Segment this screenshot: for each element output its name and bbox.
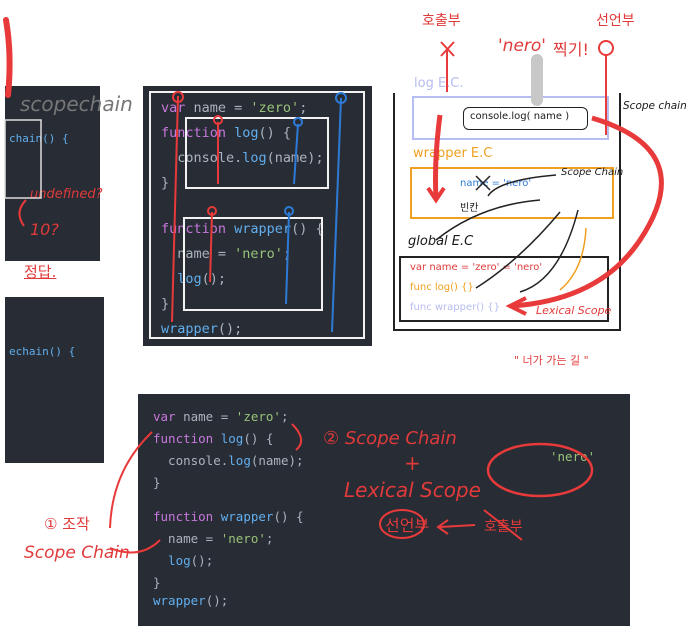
code-line-8: } (153, 575, 161, 590)
global-scope-frame (149, 91, 365, 339)
red-down-arrow (433, 114, 443, 199)
name-nero-text: name = 'nero' (460, 178, 532, 189)
diagram-frame (393, 93, 621, 331)
annotation-step1-a: ① 조작 (44, 515, 90, 533)
func-log-text: func log() {} (410, 282, 474, 293)
left-note-10: 10? (30, 220, 59, 239)
wrapper-scope-frame (183, 217, 323, 311)
blue-arrow-1 (331, 97, 342, 333)
label-call: 호출부 (422, 13, 461, 29)
left-arrow (18, 199, 27, 227)
red-arrow-3 (209, 211, 213, 283)
scope-chain-inner-label: Scope Chain (561, 167, 624, 178)
left-code-panel-bottom: echain() { (5, 297, 104, 463)
code-line-5: function wrapper() { (153, 509, 304, 524)
code-panel-top: var name = 'zero'; function log() { cons… (143, 86, 372, 346)
left-scope-box (4, 119, 42, 199)
label-nero: 'nero' (498, 36, 546, 56)
console-output: 'nero' (550, 449, 596, 464)
left-red-stroke (3, 17, 13, 98)
call-x-mark (440, 41, 455, 92)
code-line-4: } (161, 175, 170, 191)
step1-arrow-up (109, 431, 153, 529)
label-declare: 선언부 (596, 13, 635, 29)
log-scope-frame (185, 117, 329, 189)
scope-chain-right-label: Scope chain (623, 100, 687, 112)
lexical-scope-label: Lexical Scope (536, 304, 612, 317)
log-ec-label: log E.C. (414, 76, 464, 91)
annotation-lexical: Lexical Scope (344, 478, 481, 502)
annotation-step1-b: Scope Chain (24, 543, 130, 563)
func-wrapper-text: func wrapper() {} (410, 302, 500, 313)
code-line-4: } (153, 475, 161, 490)
global-ec-label: global E.C (408, 234, 474, 249)
code-line-3: console.log(name); (153, 453, 304, 468)
code-line-1: var name = 'zero'; (161, 100, 308, 116)
var-name-text: var name = 'zero' = 'nero' (410, 262, 543, 273)
left-code-line: chain() { (9, 132, 69, 145)
code-line-9: wrapper(); (161, 321, 243, 337)
red-arrow-1 (171, 95, 179, 323)
left-note-undefined: undefined? (30, 187, 103, 202)
code-line-6: name = 'nero'; (153, 531, 274, 546)
code-line-8: } (161, 296, 170, 312)
left-note-correct: 정답. (24, 263, 57, 281)
scope-chain-arc (487, 174, 557, 197)
wrapper-ec-label: wrapper E.C (413, 146, 493, 161)
annotation-plus: + (404, 451, 421, 475)
code-line-1: var name = 'zero'; (153, 409, 289, 424)
label-nero-suffix: 찍기! (553, 40, 589, 59)
diagram-caption: " 너가 가는 길 " (514, 354, 589, 367)
console-call-text: console.log( name ) (470, 111, 570, 122)
annotation-declare: 선언부 (385, 516, 430, 535)
annotation-step2: ② Scope Chain (323, 428, 457, 449)
code-panel-bottom: var name = 'zero'; function log() { cons… (138, 394, 630, 626)
log-ec-box (412, 96, 609, 140)
wrapper-ec-box (410, 167, 614, 219)
output-circle (486, 442, 594, 498)
big-red-curve (511, 115, 664, 309)
empty-label: 빈칸 (460, 203, 479, 214)
code-line-5: function wrapper() { (161, 221, 324, 237)
code-line-9: wrapper(); (153, 593, 229, 608)
annotation-call: 호출부 (484, 519, 523, 535)
code-line-7: log(); (153, 553, 214, 568)
console-call-box (463, 107, 588, 130)
blue-arrow-3 (285, 211, 290, 305)
code-line-2: function log() { (153, 431, 274, 446)
global-ec-box (399, 256, 609, 322)
left-code-panel-top: chain() { (5, 86, 100, 261)
blue-arrow-2 (293, 123, 299, 185)
arrow-to-log (291, 423, 303, 451)
left-code-line-2: echain() { (9, 345, 76, 358)
left-label-scopechain: scopechain (20, 92, 133, 116)
declare-circle (598, 40, 614, 56)
